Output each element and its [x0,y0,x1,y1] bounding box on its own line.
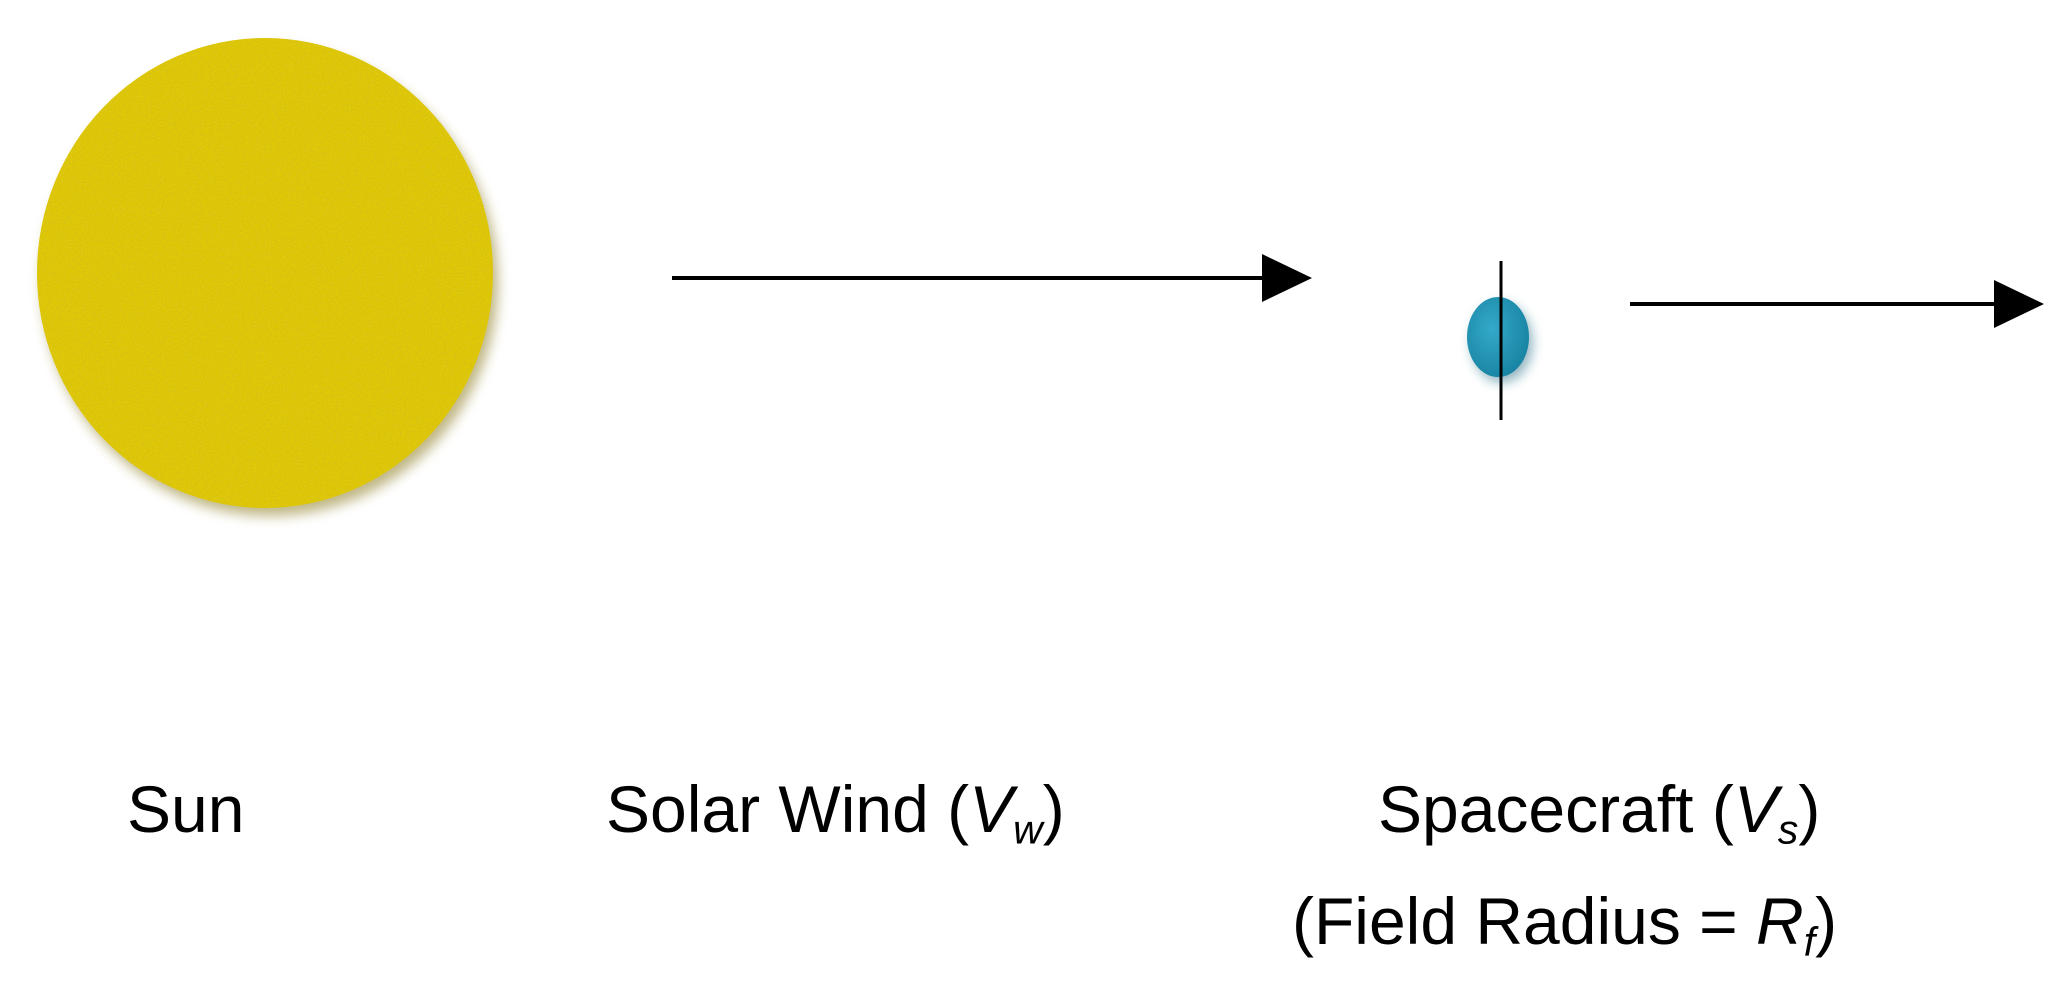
field-radius-prefix: (Field Radius = [1292,884,1757,958]
spacecraft-label-prefix: Spacecraft ( [1378,772,1734,846]
solar-wind-label: Solar Wind (Vw) [606,776,1065,850]
spacecraft-velocity-subscript: s [1777,806,1799,853]
solar-wind-arrow-head [1262,254,1312,302]
field-radius-label: (Field Radius = Rf) [1292,888,1837,962]
spacecraft [1467,261,1532,420]
spacecraft-velocity-var: V [1733,772,1778,846]
spacecraft-velocity-arrow [1630,280,2044,328]
sun-label: Sun [127,776,244,842]
solar-wind-velocity-subscript: w [1013,806,1043,853]
sun [37,38,498,516]
solar-wind-arrow [672,254,1312,302]
spacecraft-velocity-symbol: Vs [1733,772,1798,850]
spacecraft-label-suffix: ) [1798,772,1821,846]
solar-wind-velocity-var: V [969,772,1014,846]
sun-label-text: Sun [127,772,245,846]
solar-wind-label-prefix: Solar Wind ( [606,772,970,846]
field-radius-suffix: ) [1815,884,1838,958]
field-radius-var: R [1756,884,1804,958]
field-radius-subscript: f [1803,918,1816,965]
spacecraft-label: Spacecraft (Vs) [1378,776,1820,850]
field-radius-symbol: Rf [1756,884,1815,962]
solar-wind-velocity-symbol: Vw [969,772,1043,850]
spacecraft-body [1467,297,1529,377]
spacecraft-arrow-head [1994,280,2044,328]
solar-wind-label-suffix: ) [1042,772,1065,846]
sun-disc [37,38,493,508]
